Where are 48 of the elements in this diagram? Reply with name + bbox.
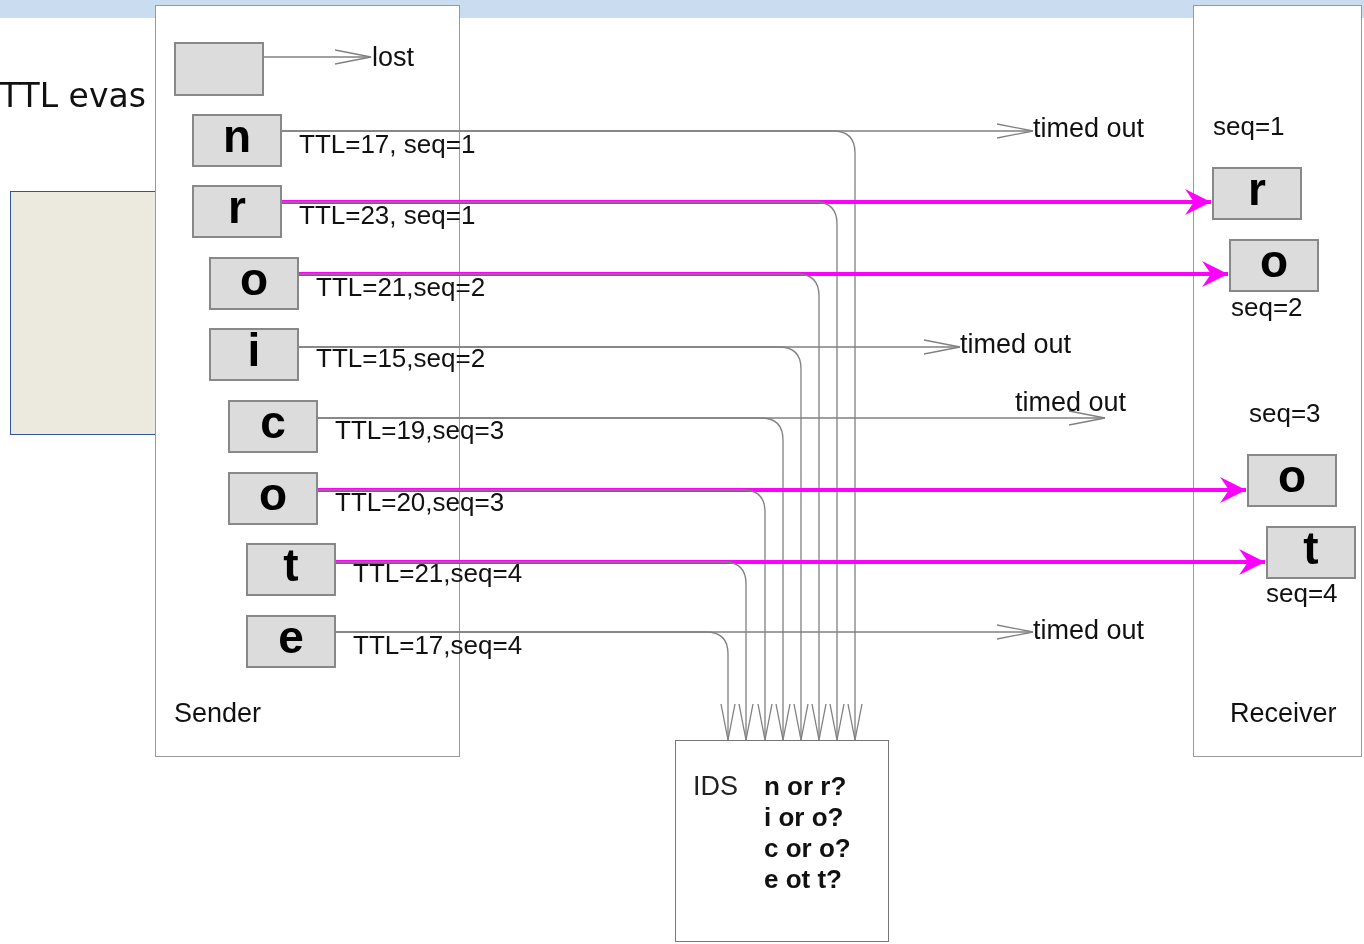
packet-box: e — [246, 615, 336, 668]
packet-box: r — [192, 185, 282, 238]
frame-label: Receiver — [1230, 698, 1337, 729]
packet-label: TTL=21,seq=4 — [353, 558, 523, 589]
status-text: lost — [372, 41, 415, 73]
thick-arrow — [317, 477, 1246, 503]
question-text: n or r? i or o? c or o? e ot t? — [764, 771, 852, 895]
thick-arrow — [281, 189, 1211, 215]
arrow — [334, 631, 736, 741]
ids-label: IDS — [693, 771, 738, 802]
packet-label: TTL=23, seq=1 — [299, 200, 476, 231]
slide-title: TTL evas — [0, 76, 146, 115]
status-text: timed out — [1033, 614, 1145, 646]
endpoint-frame — [1193, 5, 1362, 757]
packet-label: seq=4 — [1266, 578, 1338, 609]
thick-arrow — [298, 261, 1228, 287]
arrow — [297, 346, 809, 741]
packet-label: seq=2 — [1231, 292, 1303, 323]
packet-box: i — [209, 328, 299, 381]
packet-box: o — [1247, 454, 1337, 507]
arrow — [334, 561, 754, 741]
packet-label: TTL=20,seq=3 — [335, 487, 505, 518]
packet-label: TTL=15,seq=2 — [316, 343, 486, 374]
packet-box: o — [1229, 239, 1319, 292]
thick-arrow — [335, 549, 1265, 575]
packet-label: seq=3 — [1249, 398, 1321, 429]
packet-label: TTL=21,seq=2 — [316, 272, 486, 303]
packet-box: r — [1212, 167, 1302, 220]
packet-box: n — [192, 114, 282, 167]
arrow — [297, 273, 827, 741]
packet-box: t — [246, 543, 336, 596]
status-text: timed out — [960, 328, 1072, 360]
packet-label: TTL=17,seq=4 — [353, 630, 523, 661]
arrow — [316, 489, 773, 741]
status-text: timed out — [1033, 112, 1145, 144]
arrow — [262, 49, 372, 65]
packet-box: o — [228, 472, 318, 525]
frame-label: Sender — [174, 698, 262, 729]
arrow — [316, 417, 791, 741]
packet-box: o — [209, 257, 299, 310]
packet-label: TTL=19,seq=3 — [335, 415, 505, 446]
ids-box — [675, 740, 889, 942]
empty-packet-box — [174, 42, 264, 96]
packet-box: c — [228, 400, 318, 453]
packet-label: TTL=17, seq=1 — [299, 129, 476, 160]
status-text: timed out — [1015, 386, 1127, 418]
packet-box: t — [1266, 526, 1356, 579]
packet-label: seq=1 — [1213, 111, 1285, 142]
